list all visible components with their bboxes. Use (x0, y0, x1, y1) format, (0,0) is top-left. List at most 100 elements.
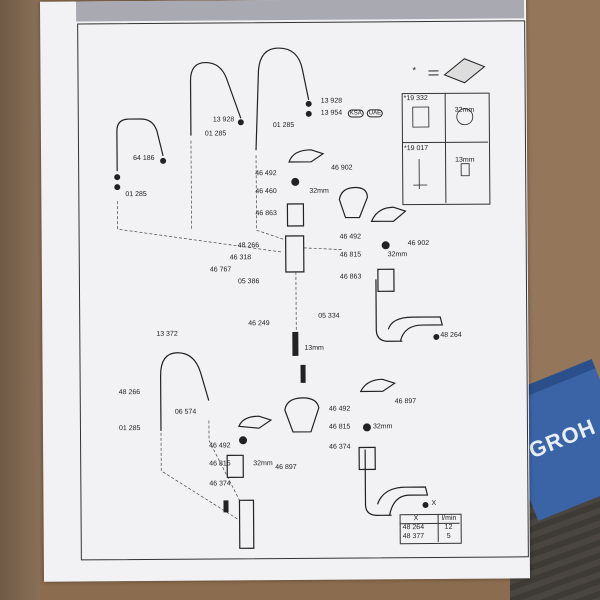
spout-middle (189, 61, 242, 136)
label-13372: 13 372 (156, 330, 178, 338)
tool-1-size: 32mm (454, 106, 475, 114)
label-46897-b: 46 897 (394, 398, 417, 406)
washer-6 (305, 110, 312, 117)
washer-5 (305, 100, 312, 107)
cap-1 (338, 186, 368, 219)
label-05334: 05 334 (318, 312, 340, 320)
flow-table-header-x: X (413, 515, 419, 523)
washer-2 (114, 184, 121, 191)
label-01285-e: 01 285 (118, 425, 141, 433)
background-left (0, 0, 40, 600)
flow-table-r2-rate: 5 (446, 532, 451, 540)
leader-line-1 (117, 201, 282, 253)
label-46460: 46 460 (255, 188, 277, 196)
leader-line-3 (255, 155, 286, 241)
cartridge-2 (377, 268, 395, 292)
label-48266-b: 48 266 (118, 389, 141, 397)
label-01285-a: 01 285 (272, 121, 295, 130)
handle-2 (370, 206, 407, 223)
label-01285-b: 01 285 (204, 130, 227, 138)
screw-3 (223, 500, 229, 513)
label-06574: 06 574 (174, 408, 197, 416)
flow-table-header-lmin: l/min (441, 514, 457, 522)
label-46902-b: 46 902 (407, 239, 430, 248)
leader-line-2 (190, 140, 192, 231)
flow-table-r2-part: 48 377 (402, 533, 425, 541)
washer-4 (237, 119, 244, 126)
leader-line-7 (303, 247, 342, 250)
tool-ring-32mm (456, 108, 474, 126)
label-46492-d: 46 492 (328, 405, 351, 413)
cartridge-3 (358, 446, 376, 471)
label-46897-a: 46 897 (275, 463, 297, 472)
handle-3 (238, 415, 273, 429)
tool-kit-icon (443, 58, 486, 84)
label-64186: 64 186 (133, 154, 155, 163)
washer-3 (160, 157, 167, 164)
valve-body (285, 235, 305, 273)
washer-1 (114, 174, 121, 181)
washer-8 (381, 241, 390, 250)
tool-wrench-13mm (413, 159, 428, 190)
label-13mm: 13mm (304, 344, 324, 352)
label-46492-a: 46 492 (255, 170, 277, 178)
tool-socket-13mm (460, 163, 470, 177)
label-32mm-d: 32mm (372, 423, 393, 431)
label-13928-top: 13 928 (320, 97, 343, 105)
label-46374-a: 46 374 (209, 480, 231, 488)
label-13954: 13 954 (320, 109, 343, 117)
spout-left (116, 118, 164, 172)
handle-1 (288, 149, 325, 163)
cap-2 (284, 397, 320, 433)
star-mark: * (412, 65, 417, 76)
tool-socket-32mm (412, 106, 430, 128)
brand-bag-text: GROH (525, 413, 600, 464)
handle-4 (359, 378, 397, 393)
label-46863-a: 46 863 (255, 210, 277, 218)
leader-line-6 (208, 420, 240, 501)
spout-right (255, 47, 310, 151)
label-05386: 05 386 (237, 278, 260, 286)
washer-9 (239, 436, 248, 445)
label-46815-b: 46 815 (209, 460, 231, 468)
label-32mm-b: 32mm (387, 251, 408, 259)
label-46374-b: 46 374 (329, 443, 351, 451)
cartridge-1 (286, 203, 305, 227)
label-uae: UAE (366, 109, 384, 118)
label-46767: 46 767 (209, 266, 232, 274)
tool-1-code: *19 332 (403, 94, 428, 103)
label-46815-c: 46 815 (328, 423, 351, 431)
label-32mm-a: 32mm (309, 187, 329, 195)
tool-2-code: *19 017 (403, 144, 429, 153)
aerator-1 (433, 333, 440, 340)
label-46815-a: 46 815 (339, 251, 362, 259)
faucet-spout-1 (387, 316, 444, 342)
label-46492-c: 46 492 (209, 442, 231, 450)
base-body-lower (238, 499, 255, 549)
label-48264: 48 264 (440, 331, 462, 339)
label-13928-left: 13 928 (212, 116, 235, 124)
label-01285-c: 01 285 (125, 190, 147, 199)
label-ksa: KSA (347, 109, 364, 118)
screw-2 (300, 364, 306, 383)
label-46249: 46 249 (248, 320, 270, 328)
leader-line-4 (295, 271, 297, 355)
screw-1 (292, 331, 299, 356)
label-46902-a: 46 902 (331, 164, 353, 172)
label-x-mark: X (431, 499, 437, 507)
aerator-2 (422, 502, 429, 509)
flow-table-r1-part: 48 264 (402, 524, 425, 532)
tool-2-size: 13mm (455, 156, 475, 164)
instruction-sheet: *19 332 32mm *19 017 13mm * 13 928 13 95… (39, 0, 531, 582)
label-48266-a: 48 266 (237, 242, 260, 250)
exploded-diagram (114, 47, 486, 549)
label-46863-b: 46 863 (339, 273, 362, 281)
spout-lower (159, 352, 210, 431)
leader-line-5 (160, 432, 240, 521)
faucet-body-2 (364, 449, 392, 516)
label-46492-b: 46 492 (339, 233, 362, 241)
flow-table-r1-rate: 12 (444, 523, 453, 531)
cartridge-4 (226, 454, 244, 479)
faucet-spout-2 (376, 486, 429, 516)
label-46318: 46 318 (229, 254, 252, 262)
